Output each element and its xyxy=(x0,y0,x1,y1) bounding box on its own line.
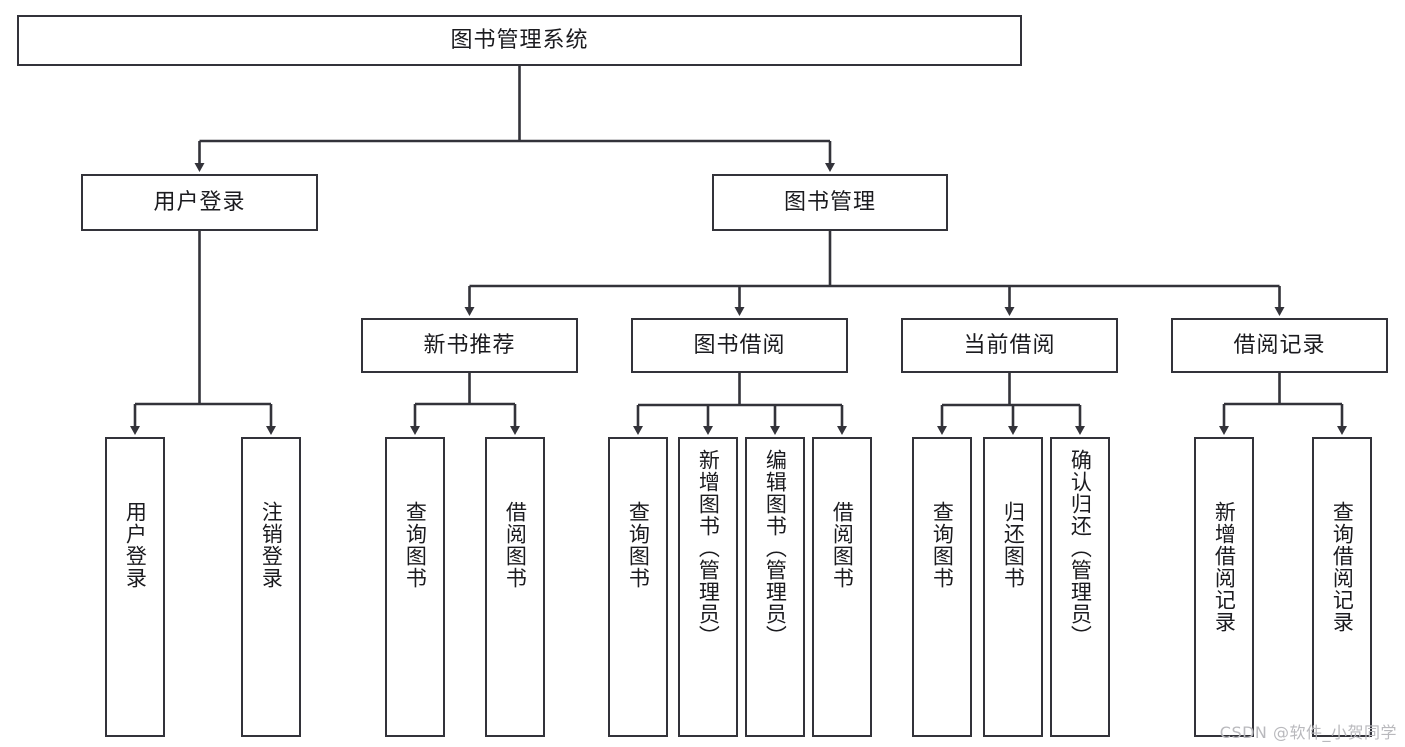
node-label: 新增图书（管理员） xyxy=(696,449,721,647)
node-label: 用户登录 xyxy=(123,501,148,589)
node-label: 图书管理 xyxy=(783,189,876,215)
node-label: 查询图书 xyxy=(930,501,955,589)
node-borrow-record[interactable]: 借阅记录 xyxy=(1171,318,1388,373)
node-label: 用户登录 xyxy=(153,189,246,215)
node-label: 新增借阅记录 xyxy=(1212,501,1237,633)
node-label: 图书管理系统 xyxy=(450,27,589,53)
node-label: 借阅记录 xyxy=(1233,332,1326,358)
node-label: 编辑图书（管理员） xyxy=(763,449,788,647)
node-user-login[interactable]: 用户登录 xyxy=(81,174,318,231)
node-leaf-query-book-2[interactable]: 查询图书 xyxy=(608,437,668,737)
node-leaf-return-book[interactable]: 归还图书 xyxy=(983,437,1043,737)
node-label: 借阅图书 xyxy=(503,501,528,589)
node-new-book-recommend[interactable]: 新书推荐 xyxy=(361,318,578,373)
node-leaf-borrow-book-1[interactable]: 借阅图书 xyxy=(485,437,545,737)
node-label: 借阅图书 xyxy=(830,501,855,589)
node-leaf-query-book-3[interactable]: 查询图书 xyxy=(912,437,972,737)
node-root[interactable]: 图书管理系统 xyxy=(17,15,1022,66)
node-label: 查询借阅记录 xyxy=(1330,501,1355,633)
node-leaf-add-record[interactable]: 新增借阅记录 xyxy=(1194,437,1254,737)
node-leaf-edit-book[interactable]: 编辑图书（管理员） xyxy=(745,437,805,737)
node-current-borrow[interactable]: 当前借阅 xyxy=(901,318,1118,373)
node-label: 当前借阅 xyxy=(963,332,1056,358)
node-label: 查询图书 xyxy=(626,501,651,589)
node-label: 查询图书 xyxy=(403,501,428,589)
node-book-borrow[interactable]: 图书借阅 xyxy=(631,318,848,373)
node-leaf-user-logout[interactable]: 注销登录 xyxy=(241,437,301,737)
node-label: 注销登录 xyxy=(259,501,284,589)
node-leaf-query-record[interactable]: 查询借阅记录 xyxy=(1312,437,1372,737)
node-label: 图书借阅 xyxy=(693,332,786,358)
node-leaf-add-book[interactable]: 新增图书（管理员） xyxy=(678,437,738,737)
node-leaf-query-book-1[interactable]: 查询图书 xyxy=(385,437,445,737)
csdn-watermark: CSDN @软件_小贺同学 xyxy=(1219,723,1397,742)
node-leaf-user-login[interactable]: 用户登录 xyxy=(105,437,165,737)
node-book-management[interactable]: 图书管理 xyxy=(712,174,948,231)
node-leaf-borrow-book-2[interactable]: 借阅图书 xyxy=(812,437,872,737)
node-label: 归还图书 xyxy=(1001,501,1026,589)
node-label: 新书推荐 xyxy=(423,332,516,358)
node-leaf-confirm-return[interactable]: 确认归还（管理员） xyxy=(1050,437,1110,737)
node-label: 确认归还（管理员） xyxy=(1068,449,1093,647)
